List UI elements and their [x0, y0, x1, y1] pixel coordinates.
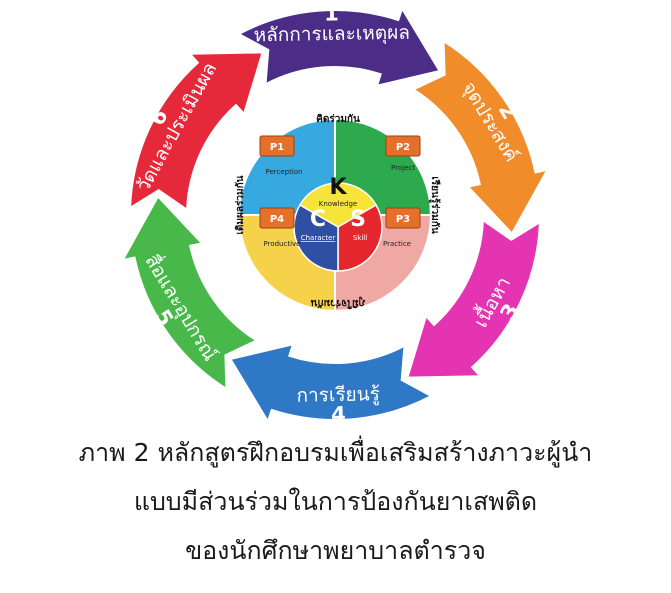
p1-caption: Perception [265, 168, 302, 176]
cycle-diagram: K Knowledge S Skill C Character P1 Perce… [120, 1, 550, 425]
bottom-label: ภูมิใจร่วมกัน [311, 296, 366, 310]
top-label: คิดร่วมกัน [316, 113, 360, 125]
skill-word: Skill [353, 234, 367, 242]
cycle-ring [120, 6, 550, 424]
caption-line-1: ภาพ 2 หลักสูตรฝึกอบรมเพื่อเสริมสร้างภาวะ… [78, 438, 593, 467]
p2-box: P2 Project [385, 135, 421, 172]
cycle-arrow-2 [411, 39, 550, 236]
cycle-number-4: 4 [331, 402, 346, 425]
cycle-arrow-5 [120, 194, 259, 391]
knowledge-word: Knowledge [319, 200, 357, 208]
skill-sector [337, 203, 383, 272]
cycle-arrow-4 [228, 342, 434, 424]
p3-caption: Practice [383, 240, 411, 248]
p4-box: P4 Productive [259, 207, 301, 248]
cycle-label-1: หลักการและเหตุผล [253, 22, 410, 48]
caption-line-2: แบบมีส่วนร่วมในการป้องกันยาเสพติด [133, 487, 538, 516]
cycle-arrow-3 [406, 218, 541, 379]
knowledge-sector [298, 182, 378, 228]
right-label: เรียนรู้ร่วมกัน [428, 176, 441, 233]
p3-code: P3 [396, 214, 410, 225]
left-label: เติมผลร่วมกัน [234, 175, 246, 234]
p1-code: P1 [270, 142, 284, 153]
center-panel: K Knowledge S Skill C Character P1 Perce… [200, 80, 470, 350]
caption-line-3: ของนักศึกษาพยาบาลตำรวจ [185, 536, 486, 565]
cycle-label-4: การเรียนรู้ [296, 383, 380, 406]
c-letter: C [310, 207, 326, 232]
cycle-number-1: 1 [324, 1, 339, 25]
p4-caption: Productive [264, 240, 301, 248]
k-letter: K [329, 175, 347, 200]
cycle-arrow-6 [129, 51, 264, 212]
cycle-arrow-1 [236, 6, 442, 88]
p4-code: P4 [270, 214, 284, 225]
character-word: Character [301, 234, 336, 242]
s-letter: S [350, 207, 366, 232]
p3-box: P3 Practice [383, 207, 421, 248]
p2-code: P2 [396, 142, 410, 153]
p2-caption: Project [391, 164, 415, 172]
p1-box: P1 Perception [259, 135, 303, 176]
character-sector [293, 203, 339, 272]
